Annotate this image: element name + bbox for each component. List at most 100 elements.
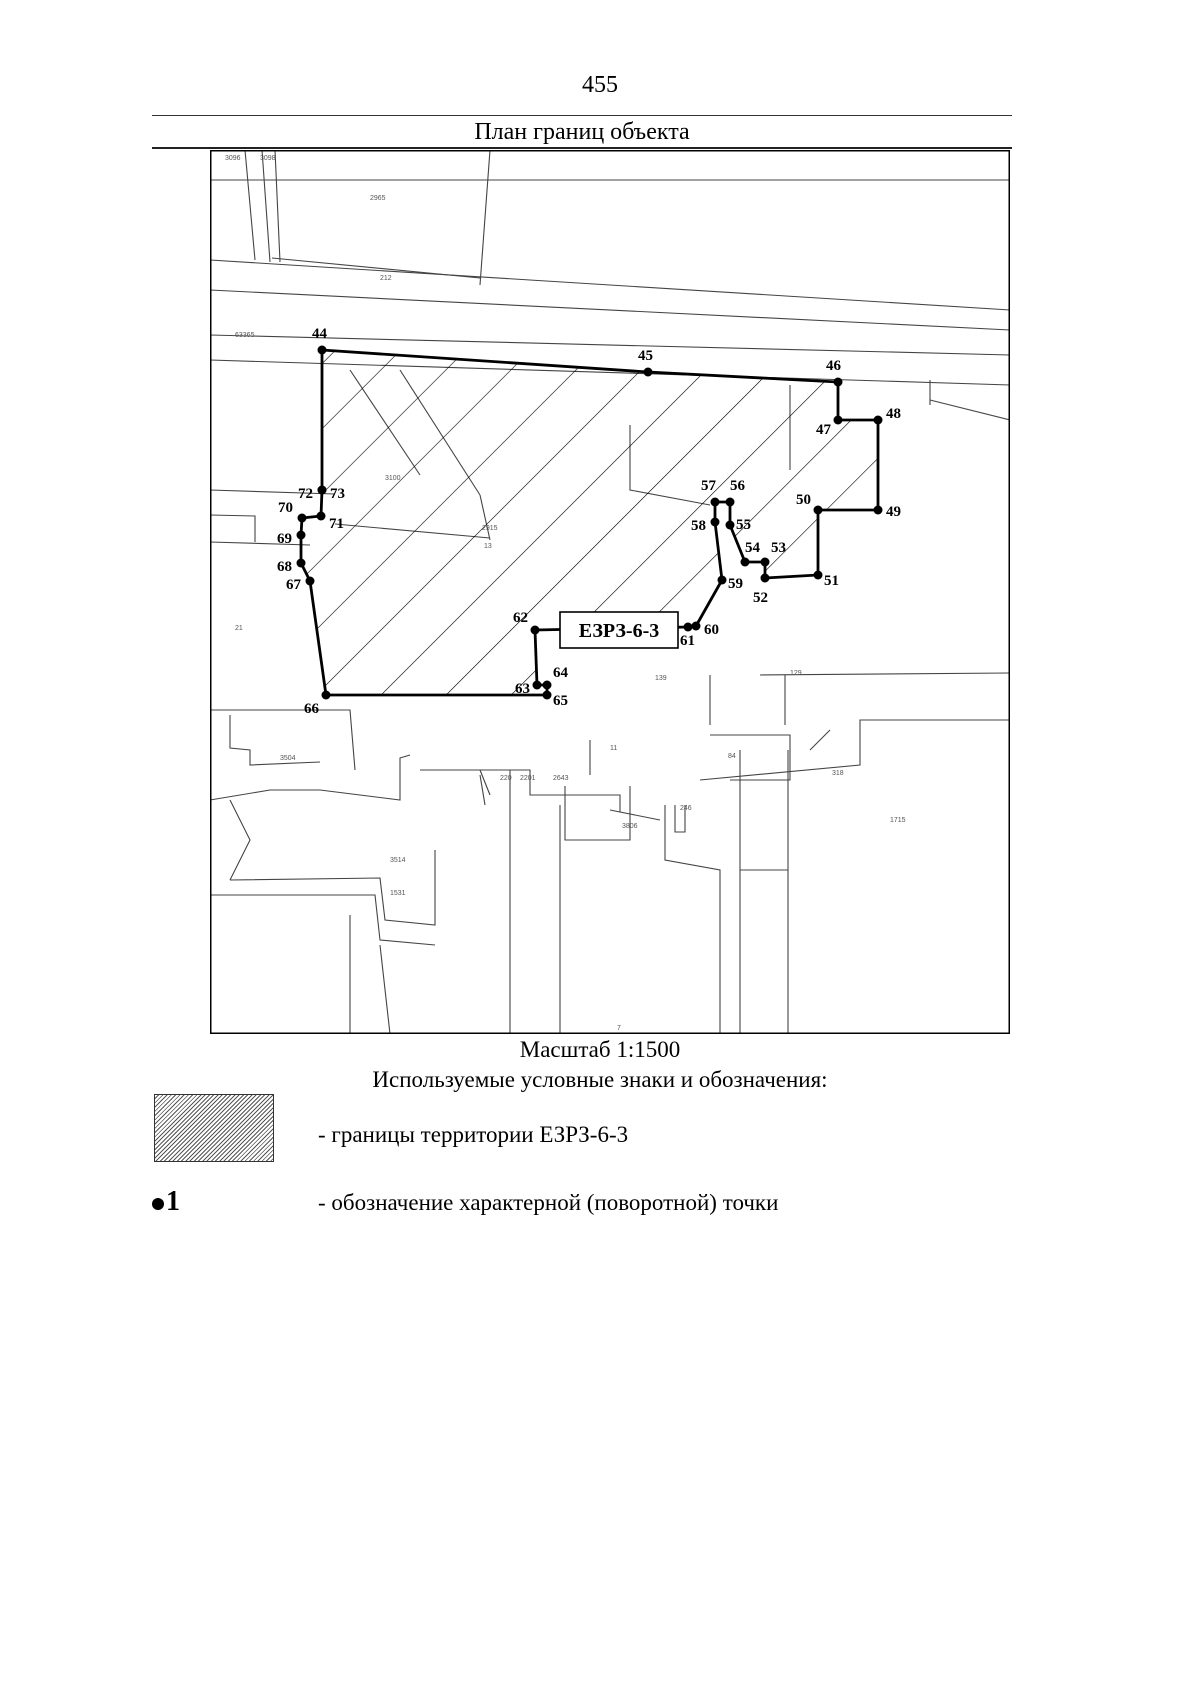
boundary-point-47: [833, 415, 843, 425]
boundary-point-label-73: 73: [330, 486, 345, 502]
point-labels-layer: 4445464748495051525354555657585960616263…: [277, 326, 901, 717]
map-border: [210, 150, 1010, 1034]
parcel-number-label: 21: [235, 625, 243, 632]
boundary-point-label-47: 47: [816, 422, 832, 438]
parcel-boundary-line: [420, 769, 621, 812]
boundary-point-label-51: 51: [824, 573, 839, 589]
title-top-rule: [152, 115, 1012, 116]
boundary-point-51: [813, 570, 823, 580]
legend-item-zone-text: - границы территории ЕЗРЗ-6-3: [318, 1122, 629, 1147]
parcel-number-label: 246: [680, 805, 692, 812]
boundary-point-61: [683, 622, 693, 632]
parcel-number-label: 2643: [553, 775, 569, 782]
parcel-boundary-line: [210, 709, 356, 771]
boundary-point-label-71: 71: [329, 516, 344, 532]
boundary-point-label-53: 53: [771, 540, 786, 556]
parcel-number-label: 3806: [622, 823, 638, 830]
boundary-point-label-70: 70: [278, 500, 293, 516]
parcel-boundary-line: [210, 259, 1010, 311]
legend-item-point-text: - обозначение характерной (поворотной) т…: [318, 1190, 779, 1215]
parcel-boundary-line: [210, 334, 1010, 356]
boundary-point-label-62: 62: [513, 610, 528, 626]
parcel-boundary-line: [479, 774, 486, 806]
parcel-boundary-line: [210, 894, 436, 946]
legend-hatch-swatch: [154, 1094, 274, 1162]
parcel-number-label: 212: [380, 275, 392, 282]
boundary-point-label-67: 67: [286, 577, 302, 593]
boundary-point-45: [643, 367, 653, 377]
boundary-point-label-61: 61: [680, 633, 695, 649]
parcel-boundary-line: [210, 514, 256, 542]
parcel-boundary-line: [699, 719, 1010, 781]
zone-label: ЕЗРЗ-6-3: [579, 620, 659, 642]
page-number: 455: [582, 72, 618, 98]
zone-label-box: ЕЗРЗ-6-3: [559, 611, 679, 649]
parcel-number-label: 220: [500, 775, 512, 782]
legend-point-symbol: 1: [152, 1186, 180, 1218]
boundary-point-label-56: 56: [730, 478, 746, 494]
parcel-boundary-line: [609, 809, 661, 821]
parcel-boundary-line: [564, 786, 631, 841]
parcel-number-label: 3098: [260, 155, 276, 162]
boundary-point-label-63: 63: [515, 681, 530, 697]
boundary-point-52: [760, 573, 770, 583]
parcel-number-label: 1715: [890, 817, 906, 824]
parcel-boundary-line: [229, 799, 251, 881]
boundary-point-57: [710, 497, 720, 507]
boundary-point-label-55: 55: [736, 517, 751, 533]
parcel-boundary-line: [229, 850, 436, 926]
boundary-point-label-57: 57: [701, 478, 717, 494]
boundary-point-67: [305, 576, 315, 586]
legend-point-number: 1: [166, 1186, 180, 1217]
boundary-point-56: [725, 497, 735, 507]
boundary-point-label-59: 59: [728, 576, 743, 592]
parcel-boundary-line: [479, 150, 491, 286]
boundary-point-label-48: 48: [886, 406, 901, 422]
parcel-boundary-line: [229, 715, 321, 766]
parcel-boundary-line: [210, 289, 1010, 331]
parcel-boundary-line: [809, 729, 831, 751]
parcel-number-label: 11: [610, 745, 617, 752]
boundary-point-68: [296, 558, 306, 568]
parcel-boundary-line: [210, 489, 336, 495]
boundary-point-label-68: 68: [277, 559, 292, 575]
boundary-point-label-46: 46: [826, 358, 842, 374]
parcel-boundary-line: [271, 257, 481, 279]
boundary-points-layer: [296, 345, 883, 700]
boundary-point-44: [317, 345, 327, 355]
zone-boundary-line: [299, 348, 880, 697]
boundary-point-label-54: 54: [745, 540, 761, 556]
parcel-number-label: 3100: [385, 475, 401, 482]
boundary-point-63: [532, 680, 542, 690]
parcel-boundary-line: [244, 150, 256, 261]
boundary-point-48: [873, 415, 883, 425]
boundary-point-label-44: 44: [312, 326, 328, 342]
parcel-number-label: 2965: [370, 195, 386, 202]
parcel-boundary-line: [759, 672, 1010, 676]
boundary-point-60: [691, 621, 701, 631]
boundary-point-label-49: 49: [886, 504, 901, 520]
parcel-number-label: 3504: [280, 755, 296, 762]
map-canvas: 4445464748495051525354555657585960616263…: [210, 150, 1010, 1034]
parcel-number-label: 3514: [390, 857, 406, 864]
parcel-boundary-line: [379, 944, 391, 1034]
parcel-boundary-line: [664, 805, 721, 1034]
parcel-number-label: 129: [790, 670, 802, 677]
parcel-boundary-line: [261, 150, 271, 263]
boundary-point-label-60: 60: [704, 622, 719, 638]
boundary-point-65: [542, 690, 552, 700]
boundary-point-59: [717, 575, 727, 585]
boundary-point-label-52: 52: [753, 590, 768, 606]
parcel-boundary-line: [210, 754, 411, 801]
map-scale: Масштаб 1:1500: [519, 1037, 681, 1062]
point-dot-icon: [152, 1197, 164, 1210]
parcel-number-label: 63365: [235, 332, 255, 339]
boundary-point-label-65: 65: [553, 693, 568, 709]
boundary-point-54: [740, 557, 750, 567]
boundary-point-46: [833, 377, 843, 387]
boundary-point-label-50: 50: [796, 492, 811, 508]
boundary-point-49: [873, 505, 883, 515]
boundary-point-55: [725, 520, 735, 530]
boundary-point-50: [813, 505, 823, 515]
